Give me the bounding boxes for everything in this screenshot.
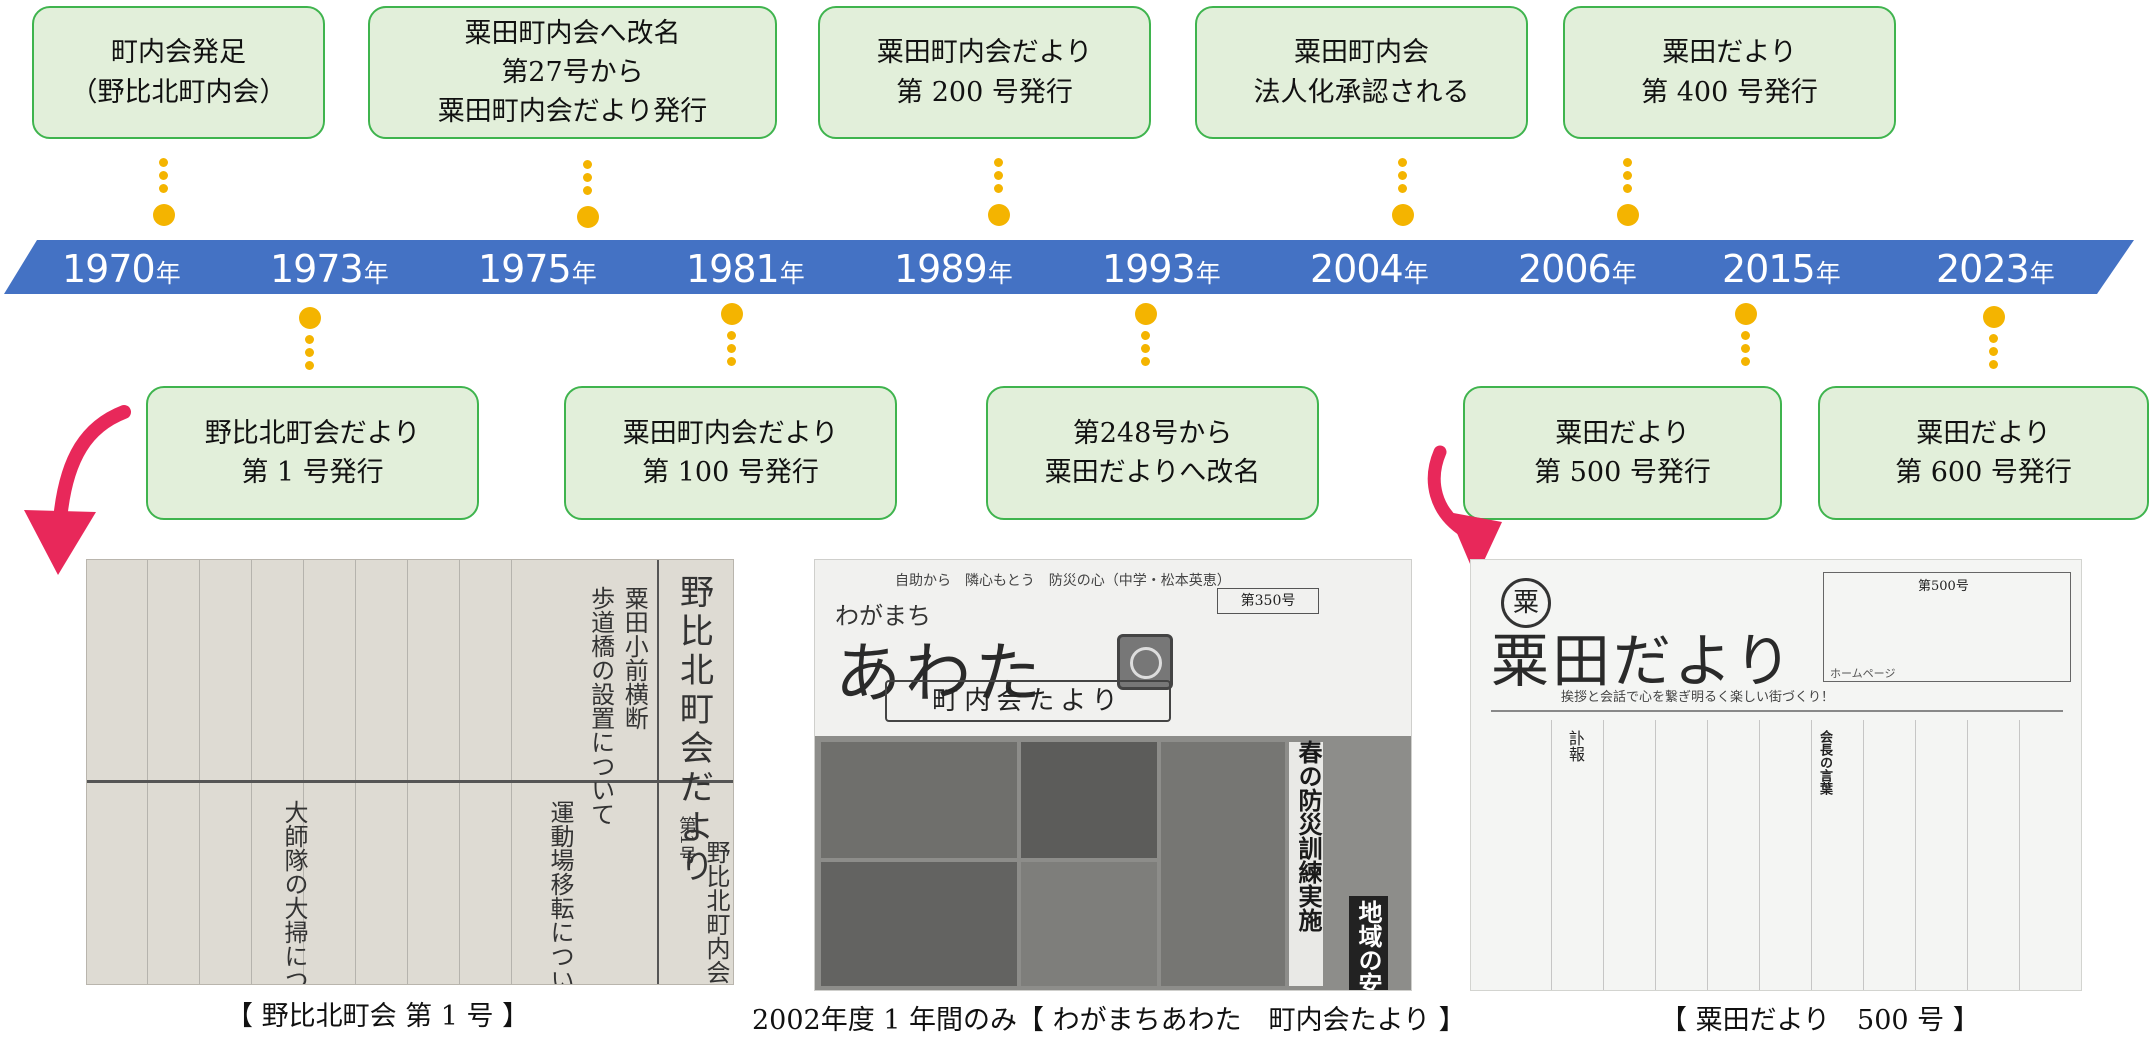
year-segment-1981 xyxy=(625,240,885,294)
photo3-section-2: 訃報 xyxy=(1566,730,1585,762)
curved-arrow-left-icon xyxy=(24,405,131,575)
photo2-big-title: あわた xyxy=(835,635,1045,712)
photo2-small-title: わがまち xyxy=(835,602,931,630)
event-box-2006: 粟田だより 第 400 号発行 xyxy=(1563,6,1896,139)
year-segment-1993 xyxy=(1041,240,1301,294)
event-box-1981: 粟田町内会だより 第 100 号発行 xyxy=(564,386,897,520)
photo1-publisher: 野比北町内会 xyxy=(702,840,730,984)
photo3-info-box: 第500号 ホームページ xyxy=(1823,572,2071,682)
year-segment-1970 xyxy=(4,240,261,294)
newsletter-photo-issue-1: 野比北 町会だより 第1号 野比北町内会 粟田小前横断 歩道橋の設置について 運… xyxy=(86,559,734,985)
year-segment-2004 xyxy=(1249,240,1509,294)
photo1-headline-1: 粟田小前横断 歩道橋の設置について xyxy=(586,586,649,826)
photo2-subtitle: 町内会たより xyxy=(885,680,1171,722)
photo1-headline-3: 大師隊の大掃について xyxy=(280,800,308,985)
photo3-homepage: ホームページ xyxy=(1830,667,1896,680)
year-segment-2023 xyxy=(1873,240,2134,294)
photo3-issue-no: 第500号 xyxy=(1918,579,1969,594)
year-label-1981: 1981年 xyxy=(686,247,805,291)
photo1-headline-2: 運動場移転について xyxy=(546,800,574,985)
caption-issue-1: 【 野比北町会 第 1 号 】 xyxy=(226,1001,530,1032)
newsletter-photo-issue-500: 粟 粟田だより 挨拶と会話で心を繋ぎ明るく楽しい街づくり！ 第500号 ホームペ… xyxy=(1470,559,2082,991)
photo2-photo-collage xyxy=(815,736,1411,990)
event-box-2004: 粟田町内会 法人化承認される xyxy=(1195,6,1528,139)
year-label-2015: 2015年 xyxy=(1722,247,1841,291)
photo3-seal-icon: 粟 xyxy=(1501,578,1551,628)
year-label-1973: 1973年 xyxy=(270,247,389,291)
photo1-masthead: 野比北 町会だより xyxy=(680,573,714,887)
event-box-2015: 粟田だより 第 500 号発行 xyxy=(1463,386,1782,520)
photo2-side-head-2: 地域の安 xyxy=(1349,896,1388,990)
event-box-2023: 粟田だより 第 600 号発行 xyxy=(1818,386,2149,520)
caption-issue-500: 【 粟田だより 500 号 】 xyxy=(1660,1005,1980,1036)
photo3-title: 粟田だより xyxy=(1491,627,1795,695)
timeline-band xyxy=(4,240,2134,294)
year-segment-2006 xyxy=(1457,240,1717,294)
year-label-1975: 1975年 xyxy=(478,247,597,291)
newsletter-photo-awata: 自助から 隣心もとう 防災の心（中学・松本英恵） わがまち あわた 町内会たより… xyxy=(814,559,1412,991)
photo2-top-line: 自助から 隣心もとう 防災の心（中学・松本英恵） xyxy=(895,573,1231,589)
year-label-2006: 2006年 xyxy=(1518,247,1637,291)
year-label-2004: 2004年 xyxy=(1310,247,1429,291)
year-label-1970: 1970年 xyxy=(62,247,181,291)
year-segment-1973 xyxy=(209,240,469,294)
photo2-side-head: 春の防災訓練実施 xyxy=(1294,740,1323,932)
curved-arrow-right-icon xyxy=(1427,445,1502,578)
photo3-section: 会長の言葉 xyxy=(1817,730,1832,795)
year-segment-1975 xyxy=(417,240,677,294)
year-segment-1989 xyxy=(833,240,1093,294)
year-label-1993: 1993年 xyxy=(1102,247,1221,291)
event-box-1970: 町内会発足 （野比北町内会） xyxy=(32,6,325,139)
event-box-1975: 粟田町内会へ改名 第27号から 粟田町内会だより発行 xyxy=(368,6,777,139)
year-label-1989: 1989年 xyxy=(894,247,1013,291)
photo2-issue-no: 第350号 xyxy=(1217,588,1319,614)
event-box-1973: 野比北町会だより 第 1 号発行 xyxy=(146,386,479,520)
year-label-2023: 2023年 xyxy=(1936,247,2055,291)
caption-awata: 2002年度 1 年間のみ【 わがまちあわた 町内会たより 】 xyxy=(752,1005,1466,1036)
event-box-1993: 第248号から 粟田だよりへ改名 xyxy=(986,386,1319,520)
year-segment-2015 xyxy=(1665,240,1925,294)
photo3-slogan: 挨拶と会話で心を繋ぎ明るく楽しい街づくり！ xyxy=(1561,690,1835,705)
event-box-1989: 粟田町内会だより 第 200 号発行 xyxy=(818,6,1151,139)
photo1-divider xyxy=(87,780,733,783)
photo1-issue: 第1号 xyxy=(676,816,697,864)
